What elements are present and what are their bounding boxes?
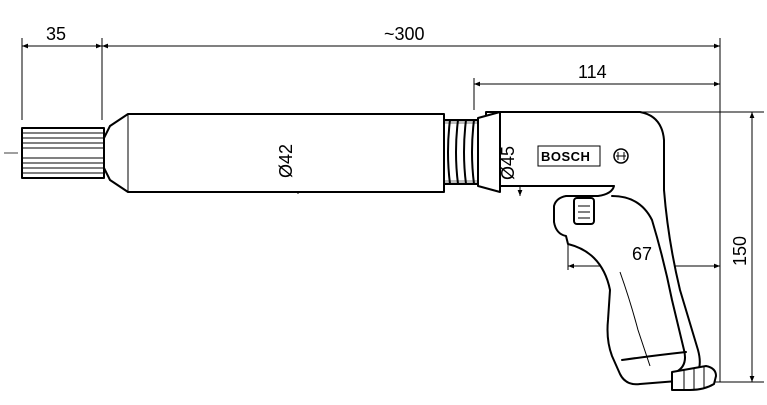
- grip-contour-inner: [619, 271, 651, 367]
- brand-logo-icon: [613, 148, 629, 164]
- dim-total-length: ~300: [384, 24, 425, 44]
- dim-barrel-diameter: Ø42: [276, 144, 296, 178]
- head-front: [477, 111, 501, 193]
- trigger: [573, 197, 595, 225]
- dim-trigger-to-back: 67: [632, 244, 652, 264]
- grip-housing: [485, 111, 701, 386]
- dim-grip-length: 114: [578, 62, 607, 82]
- grip-contour-front: [611, 195, 686, 373]
- dim-bit-length: 35: [46, 24, 66, 44]
- collar-rings: [443, 119, 479, 185]
- dimension-labels: 35 ~300 114 Ø42 Ø45 67 150: [46, 24, 750, 266]
- brand-plate: [537, 145, 601, 167]
- grip-base-line: [621, 351, 687, 361]
- dim-head-diameter: Ø45: [498, 146, 518, 180]
- tool-body: BOSCH: [21, 111, 717, 391]
- bit-shank: [21, 127, 105, 179]
- barrel: [103, 113, 445, 193]
- brand-name: BOSCH: [541, 149, 590, 164]
- dim-height: 150: [730, 236, 750, 266]
